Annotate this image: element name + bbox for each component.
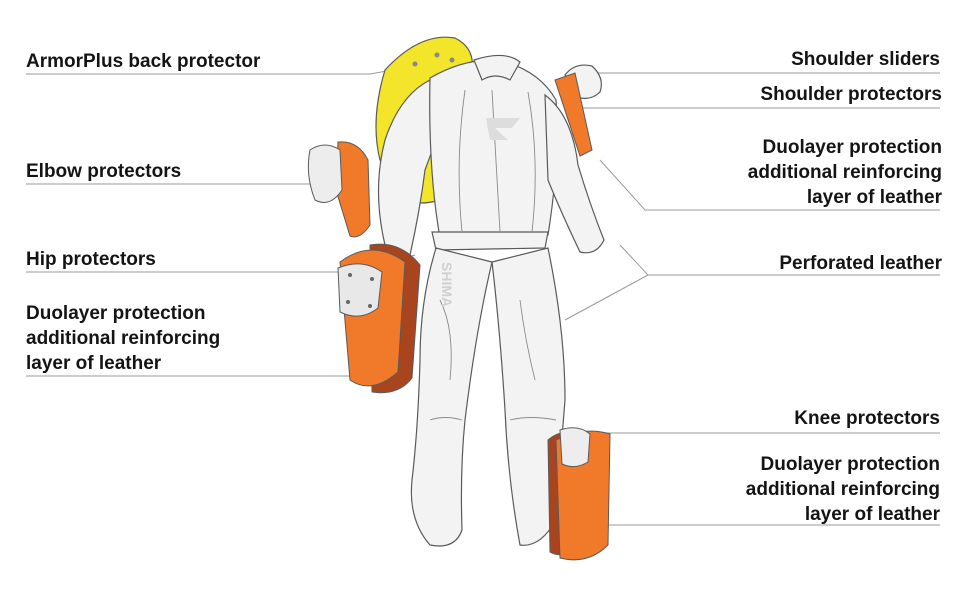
label-back-protector: ArmorPlus back protector bbox=[26, 51, 261, 72]
leader-duolayer-top-right bbox=[599, 159, 940, 211]
leg-brand-text: SHIMA bbox=[439, 262, 455, 307]
label-shoulder-protectors: Shoulder protectors bbox=[760, 84, 942, 105]
suit-shape bbox=[377, 54, 605, 547]
duolayer-top-right-line-3: layer of leather bbox=[806, 187, 942, 208]
duolayer-bottom-right-line-2: additional reinforcing bbox=[745, 479, 940, 500]
label-perforated-leather: Perforated leather bbox=[779, 253, 942, 274]
duolayer-top-right-line-1: Duolayer protection bbox=[762, 137, 942, 158]
shoulder-protector-shape bbox=[554, 72, 593, 157]
leader-perforated-2 bbox=[564, 274, 649, 321]
leader-shoulder-protectors bbox=[569, 107, 940, 113]
duolayer-bottom-right-line-3: layer of leather bbox=[804, 504, 940, 525]
suit-detail-lines bbox=[429, 89, 557, 421]
duolayer-left-line-1: Duolayer protection bbox=[26, 303, 206, 324]
hip-slider-shape bbox=[337, 263, 383, 317]
label-duolayer-left: Duolayer protection additional reinforci… bbox=[26, 301, 220, 376]
duolayer-bottom-right-line-1: Duolayer protection bbox=[760, 454, 940, 475]
label-duolayer-bottom-right: Duolayer protection additional reinforci… bbox=[746, 452, 940, 527]
label-shoulder-sliders: Shoulder sliders bbox=[791, 49, 940, 70]
duolayer-left-line-3: layer of leather bbox=[26, 353, 162, 374]
knee-slider-shape bbox=[559, 427, 591, 468]
label-knee-protectors: Knee protectors bbox=[794, 408, 940, 429]
elbow-slider-shape bbox=[307, 144, 343, 203]
elbow-protector-shape bbox=[335, 141, 371, 238]
label-duolayer-top-right: Duolayer protection additional reinforci… bbox=[748, 135, 942, 210]
chest-logo-icon bbox=[486, 118, 520, 140]
label-elbow-protectors: Elbow protectors bbox=[26, 161, 182, 182]
label-hip-protectors: Hip protectors bbox=[26, 249, 156, 270]
duolayer-top-right-line-2: additional reinforcing bbox=[747, 162, 942, 183]
duolayer-left-line-2: additional reinforcing bbox=[26, 328, 221, 349]
